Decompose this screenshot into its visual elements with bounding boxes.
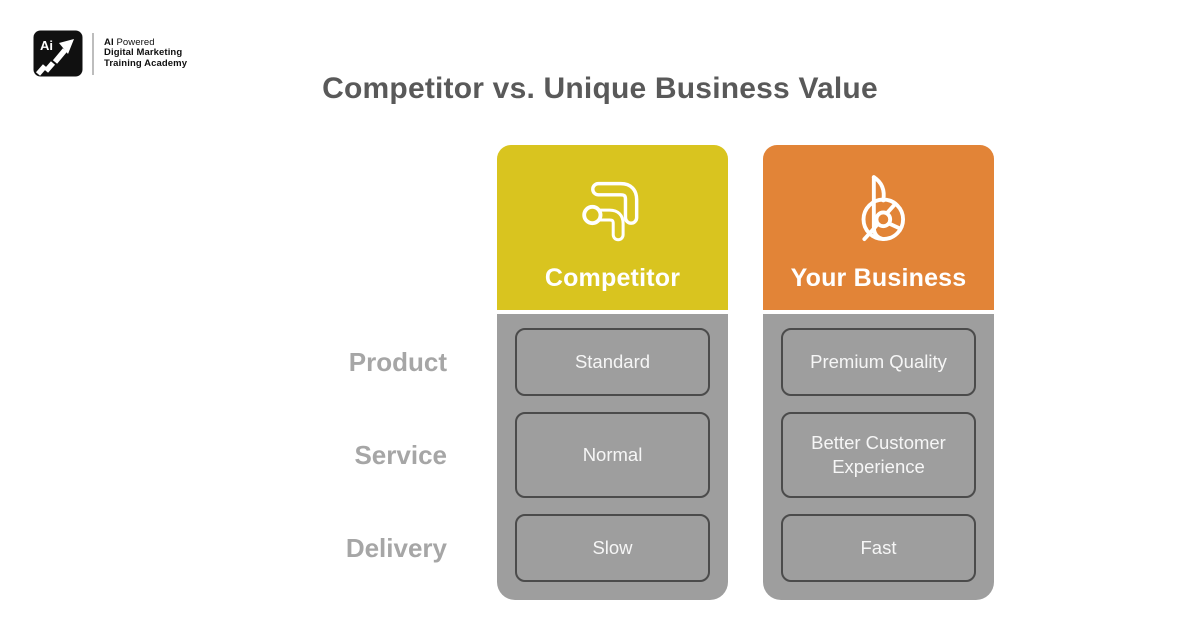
brand-divider	[92, 32, 94, 75]
competitor-service-cell: Normal	[515, 412, 710, 498]
row-label-delivery: Delivery	[345, 532, 447, 563]
workflow-elbow-arrows-icon	[581, 181, 638, 242]
your-business-column-header: Your Business	[763, 145, 994, 310]
competitor-column-header: Competitor	[497, 145, 728, 310]
brand-arrow-logo-icon: Ai	[33, 30, 83, 77]
brand-text: AI Powered Digital Marketing Training Ac…	[104, 36, 188, 70]
brand-line-2: Digital Marketing	[104, 47, 183, 59]
row-label-service: Service	[354, 439, 447, 470]
your-business-column-title: Your Business	[790, 264, 967, 292]
brand-line-1: AI Powered	[104, 36, 155, 48]
your-business-service-cell: Better Customer Experience	[781, 412, 976, 498]
row-label-product: Product	[348, 346, 447, 377]
your-business-delivery-cell: Fast	[781, 514, 976, 582]
competitor-column-body: Standard Normal Slow	[497, 314, 728, 600]
your-business-column-body: Premium Quality Better Customer Experien…	[763, 314, 994, 600]
brand-line-3: Training Academy	[104, 57, 188, 69]
your-business-product-cell: Premium Quality	[781, 328, 976, 396]
brand-monogram: Ai	[40, 38, 53, 53]
competitor-delivery-cell: Slow	[515, 514, 710, 582]
page-title: Competitor vs. Unique Business Value	[322, 72, 878, 105]
competitor-product-cell: Standard	[515, 328, 710, 396]
competitor-column-title: Competitor	[544, 264, 681, 292]
brand-logo: Ai AI Powered Digital Marketing Training…	[33, 30, 187, 77]
stylized-b-wheel-icon	[861, 175, 905, 242]
